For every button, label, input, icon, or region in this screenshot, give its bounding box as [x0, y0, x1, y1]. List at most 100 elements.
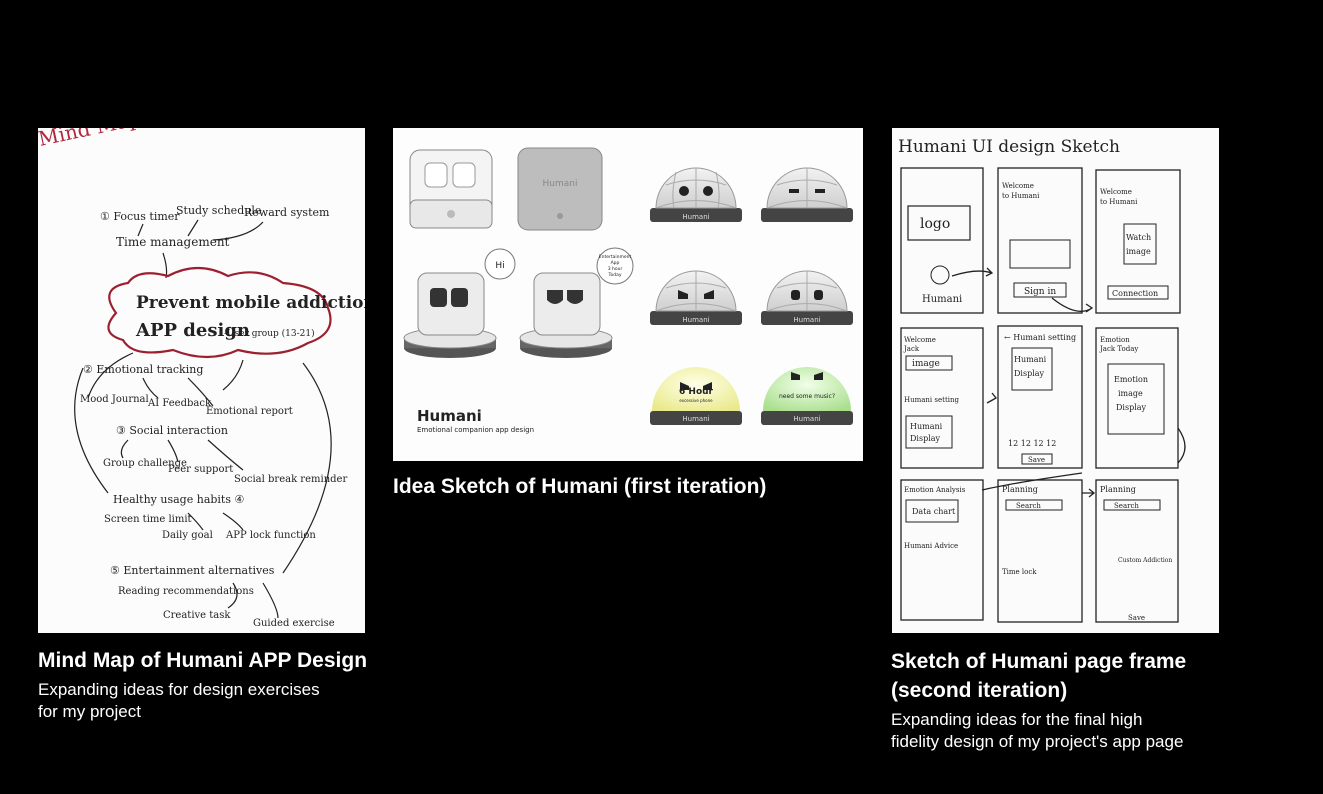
dome-green-text: need some music?	[779, 393, 835, 400]
mind-map-subtitle: Expanding ideas for design exercises for…	[38, 679, 368, 723]
frame1-logo: logo	[920, 216, 950, 232]
frame2-welcome-1: Welcome	[1002, 182, 1034, 190]
dome-6-label: Humani	[793, 415, 820, 423]
ui-sketch-subtitle-line-2: fidelity design of my project's app page	[891, 732, 1184, 751]
node-daily-goal: Daily goal	[162, 530, 213, 541]
node-social-interaction: ③ Social interaction	[116, 424, 228, 437]
mind-map-image: Mind Map ① Focus timer Study schedule Re…	[38, 128, 365, 633]
frame4-image: image	[912, 359, 940, 369]
frame3-connection: Connection	[1112, 289, 1158, 298]
dome-yellow-sub: excessive phone	[679, 398, 713, 403]
frame6-box-2: image	[1118, 389, 1143, 398]
node-time-management: Time management	[116, 235, 230, 249]
frame8-title: Planning	[1002, 485, 1038, 494]
frame8-search: Search	[1016, 502, 1041, 510]
node-screen-time: Screen time limit	[104, 514, 192, 525]
frame3-box-1: Watch	[1126, 233, 1151, 242]
node-emotional-report: Emotional report	[206, 406, 293, 417]
node-social-break-reminder: Social break reminder	[234, 474, 347, 485]
ui-sketch-title-line-2: (second iteration)	[891, 679, 1068, 702]
dome-3-label: Humani	[682, 316, 709, 324]
node-study-schedule: Study schedule	[176, 204, 261, 217]
frame3-welcome-1: Welcome	[1100, 188, 1132, 196]
node-ai-feedback: AI Feedback	[147, 398, 212, 409]
frame9-title: Planning	[1100, 485, 1136, 494]
frame6-title-2: Jack Today	[1099, 345, 1138, 353]
bubble-info-line-1: Entertainment	[599, 254, 632, 260]
device-back-label: Humani	[543, 179, 578, 189]
ui-sketch-subtitle-line-1: Expanding ideas for the final high	[891, 710, 1143, 729]
idea-brand: Humani	[417, 407, 482, 425]
center-cloud	[107, 266, 332, 359]
mind-map-subtitle-line-1: Expanding ideas for design exercises	[38, 680, 320, 699]
frame4-display-1: Humani	[910, 422, 943, 431]
center-line-2: APP design	[135, 320, 250, 341]
dome-1-label: Humani	[682, 213, 709, 221]
mind-map-sketch: Mind Map ① Focus timer Study schedule Re…	[38, 128, 365, 633]
node-focus-timer: ① Focus timer	[100, 210, 180, 223]
node-mood-journal: Mood Journal	[80, 394, 149, 405]
idea-sketch-title: Idea Sketch of Humani (first iteration)	[393, 475, 767, 498]
idea-sketch-render: Humani Hi Entertainment App 3 hour Today…	[403, 147, 853, 434]
ui-sketch-heading: Humani UI design Sketch	[898, 137, 1120, 157]
frame8-timelock: Time lock	[1002, 568, 1037, 576]
center-line-3: -User group (13-21)	[224, 328, 315, 339]
bubble-hi-text: Hi	[495, 261, 504, 271]
frame7-chart: Data chart	[912, 507, 956, 516]
frame4-display-2: Display	[910, 434, 941, 443]
frame2-welcome-2: to Humani	[1002, 192, 1040, 200]
frame4-welcome-2: Jack	[903, 345, 920, 353]
frame1-name: Humani	[922, 294, 962, 305]
dome-grid: Humani Humani Humani	[650, 167, 853, 425]
mind-map-title: Mind Map of Humani APP Design	[38, 649, 368, 672]
device-on-base-left	[403, 272, 497, 358]
frame5-save: Save	[1028, 456, 1045, 464]
frame6-box-3: Display	[1116, 403, 1147, 412]
frame7-advice: Humani Advice	[904, 542, 958, 550]
frame9-custom: Custom Addiction	[1118, 557, 1172, 564]
ui-sketch-drawing: Humani UI design Sketch logo Hum	[892, 128, 1219, 633]
node-peer-support: Peer support	[168, 464, 233, 475]
frame4-setting: Humani setting	[904, 396, 960, 404]
node-creative-task: Creative task	[163, 610, 231, 621]
dome-yellow-text: 6 Hour	[679, 387, 714, 397]
frame3-box-2: image	[1126, 247, 1151, 256]
node-entertainment: ⑤ Entertainment alternatives	[110, 564, 275, 577]
ui-sketch-title-line-1: Sketch of Humani page frame	[891, 650, 1187, 673]
frame6-box-1: Emotion	[1114, 375, 1148, 384]
frame9-search: Search	[1114, 502, 1139, 510]
frame6-title-1: Emotion	[1100, 336, 1130, 344]
node-emotional-tracking: ② Emotional tracking	[83, 363, 203, 376]
device-on-base-right	[519, 272, 613, 358]
frame5-numbers: 12 12 12 12	[1008, 439, 1056, 448]
idea-tagline: Emotional companion app design	[417, 426, 534, 434]
frame3-welcome-2: to Humani	[1100, 198, 1138, 206]
bubble-info-line-2: App	[611, 260, 620, 266]
bubble-info-line-4: Today	[607, 272, 621, 278]
frame9-save: Save	[1128, 614, 1145, 622]
center-line-1: Prevent mobile addiction	[136, 293, 365, 313]
frame4-welcome-1: Welcome	[904, 336, 936, 344]
ui-sketch-title: Sketch of Humani page frame (second iter…	[891, 647, 1231, 705]
idea-sketch-image: Humani Hi Entertainment App 3 hour Today…	[393, 128, 863, 461]
frame5-display-2: Display	[1014, 369, 1045, 378]
node-healthy-usage: Healthy usage habits ④	[113, 493, 244, 506]
dome-4-label: Humani	[793, 316, 820, 324]
node-reward-system: Reward system	[244, 206, 330, 219]
mind-map-subtitle-line-2: for my project	[38, 702, 141, 721]
device-back-view	[517, 147, 603, 231]
dome-5-label: Humani	[682, 415, 709, 423]
ui-sketch-image: Humani UI design Sketch logo Hum	[892, 128, 1219, 633]
frame7-title: Emotion Analysis	[904, 486, 966, 494]
bubble-info-line-3: 3 hour	[608, 266, 623, 272]
node-group-challenge: Group challenge	[103, 458, 187, 469]
frame5-display-1: Humani	[1014, 355, 1047, 364]
ui-sketch-subtitle: Expanding ideas for the final high fidel…	[891, 709, 1251, 753]
bubble-hi	[484, 248, 516, 280]
bubble-info	[596, 247, 634, 285]
node-guided-exercise: Guided exercise	[253, 618, 335, 629]
frame5-header: ← Humani setting	[1004, 333, 1076, 342]
node-app-lock: APP lock function	[225, 530, 316, 541]
frame2-signin: Sign in	[1024, 287, 1056, 297]
node-reading: Reading recommendations	[118, 586, 254, 597]
